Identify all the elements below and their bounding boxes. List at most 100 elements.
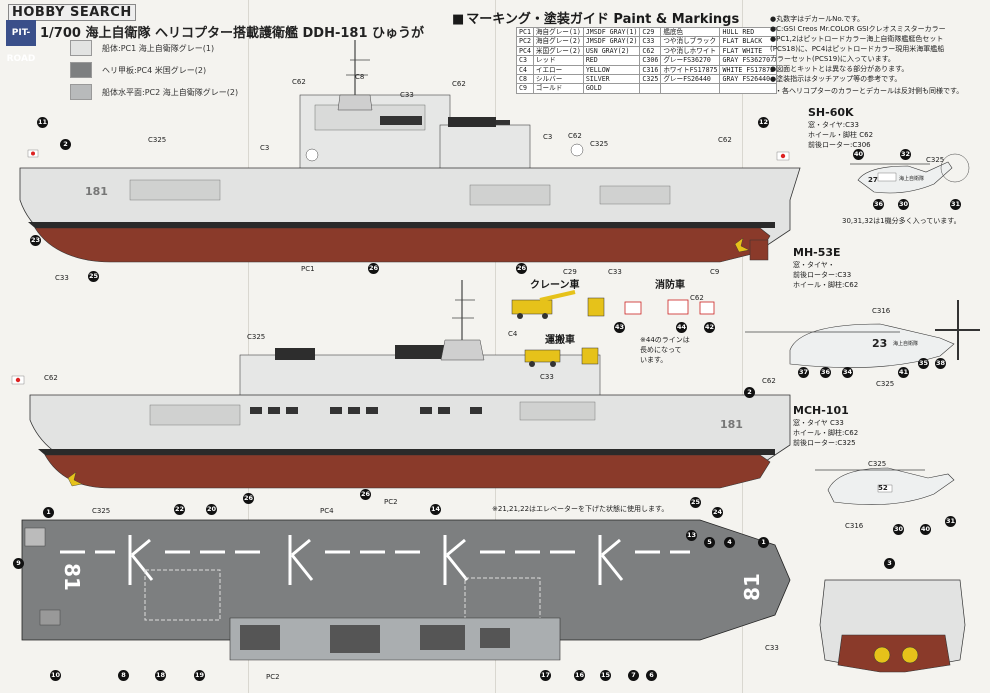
color-table-cell: WHITE FS17875 [719,64,778,76]
swatch-hull: 船体:PC1 海上自衛隊グレー(1) [70,40,214,56]
color-table-cell [660,83,721,94]
heli-note-sh60k: 30,31,32は1機分多く入っています。 [842,217,961,225]
elevator-outline [144,569,221,621]
decal-marker: 42 [704,322,715,333]
note-line: ●丸数字はデカールNo.です。 [770,15,865,23]
decal-marker: 25 [690,497,701,508]
decal-marker: 22 [174,504,185,515]
label-c4: C4 [508,330,518,338]
decal-marker: 19 [194,670,205,681]
fold-line [248,0,249,693]
heli-code-sh60k: 27 [868,176,878,184]
island-plan [229,617,561,661]
label-c325: C325 [247,333,266,341]
elevator-note: ※21,21,22はエレベーターを下げた状態に使用します。 [492,505,669,513]
label-c325: C325 [876,380,895,388]
color-table-cell: グレーFS36270 [660,55,721,66]
label-c8: C8 [355,73,365,81]
decal-marker: 25 [88,271,99,282]
color-table-cell: FLAT BLACK [719,36,778,47]
vehicle-crane-label: クレーン車 [530,280,580,291]
label-c325: C325 [148,136,167,144]
flight-deck [21,519,791,641]
decal-marker: 23 [30,235,41,246]
heli-note: ・各ヘリコプターのカラーとデカールは反対側も同様です。 [775,87,964,95]
heli-sh60k [850,153,970,194]
decal-marker: 31 [950,199,961,210]
decal-marker: 41 [898,367,909,378]
ship-profile-top [19,40,801,263]
label-c325: C325 [92,507,111,515]
decal-marker: 37 [798,367,809,378]
deck-number-bow: 81 [739,573,764,601]
decal-marker: 2 [60,139,71,150]
decal-marker: 16 [574,670,585,681]
label-c33: C33 [400,91,414,99]
label-pc4: PC4 [320,507,334,515]
color-table-cell: ゴールド [532,83,584,94]
color-table-cell: つや消しブラック [660,36,721,47]
label-c62: C62 [762,377,776,385]
heli-unit-mh53e: 海上自衛隊 [893,341,919,347]
fold-line [742,0,743,693]
vehicle-tractor [524,347,599,367]
color-table-cell: GRAY FS36270 [719,55,778,66]
heli-code-mh53e: 23 [872,337,888,350]
label-c29: C29 [563,268,577,276]
hull-number-middle: 181 [720,418,743,431]
swatch-color [70,40,92,56]
color-table-cell: 海自グレー(1) [532,26,584,38]
decal-marker: 12 [758,117,769,128]
heli-mh53e [745,300,980,368]
decal-marker: 26 [360,489,371,500]
color-table-cell: 海自グレー(2) [532,36,584,47]
notes: ●丸数字はデカールNo.です。 ●C:GSI Creos Mr.COLOR GS… [770,14,985,84]
heli-title-sh60k: SH-60K [808,106,854,119]
hull-number-top: 181 [85,185,108,198]
vehicle-fire-label: 消防車 [655,280,685,291]
page-title: 1/700 海上自衛隊 ヘリコプター搭載護衛艦 DDH-181 ひゅうが [40,26,425,41]
decal-marker: 44 [676,322,687,333]
vehicle-fire [624,299,715,315]
label-c62: C62 [452,80,466,88]
decal-marker: 10 [50,670,61,681]
label-c316: C316 [872,307,891,315]
color-table-cell: つや消しホワイト [660,45,721,57]
label-c316: C316 [845,522,864,530]
deck-number-stern: 81 [59,563,84,591]
note-line: ●塗装指示はタッチアップ等の参考です。 [770,75,902,83]
color-table-cell: FLAT WHITE [719,45,778,57]
label-c325: C325 [590,140,609,148]
decal-marker: 4 [724,537,735,548]
label-c62: C62 [292,78,306,86]
swatch-heli-deck: ヘリ甲板:PC4 米国グレー(2) [70,62,206,78]
heli-title-mch101: MCH-101 [793,404,849,417]
decal-marker: 3 [884,558,895,569]
color-table-cell: GRAY FS26440 [719,74,778,85]
color-table-cell: HULL RED [719,26,778,38]
decal-marker: 9 [13,558,24,569]
brand-text: HOBBY SEARCH [8,4,136,21]
label-c33: C33 [55,274,69,282]
swatch-label: 船体水平面:PC2 海上自衛隊グレー(2) [102,87,239,97]
decal-marker: 38 [935,358,946,369]
flight-deck-plan [21,519,791,661]
decal-marker: 34 [842,367,853,378]
color-table-cell: シルバー [532,74,584,85]
decal-marker: 11 [37,117,48,128]
color-table-cell: イエロー [532,64,584,76]
decal-marker: 2 [744,387,755,398]
vehicle-line-note: ※44のラインは長めになっています。 [640,336,690,364]
decal-marker: 26 [516,263,527,274]
note-line: ●PC1,2はピットロードカラー海上自衛隊艦艇色セット [770,35,944,43]
heli-title-mh53e: MH-53E [793,246,841,259]
decal-marker: 24 [712,507,723,518]
decal-marker: 35 [918,358,929,369]
